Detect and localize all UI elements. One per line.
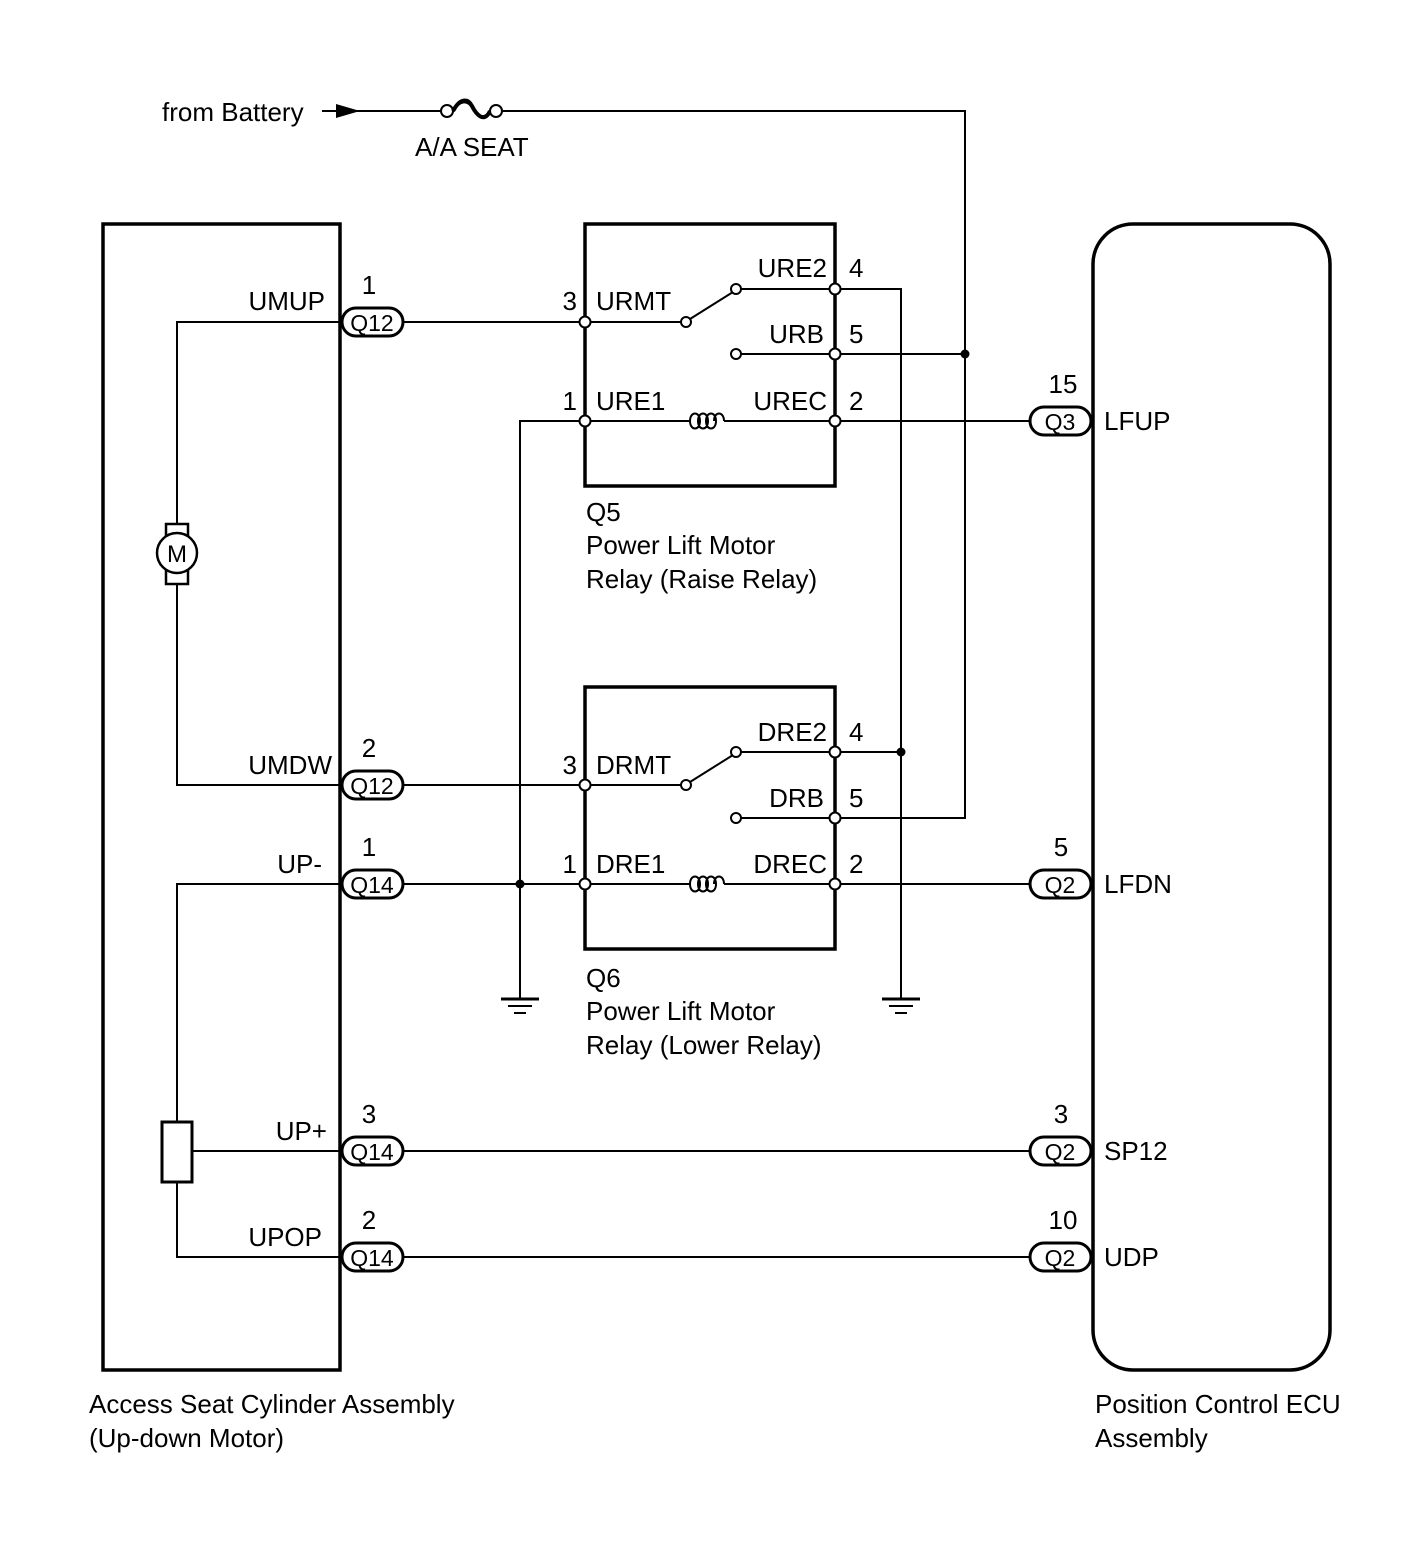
relay-terminal-label: UREC: [753, 386, 827, 416]
seat-pin-label: UMUP: [248, 286, 325, 316]
connector-q2-pin5: Q2 5: [1028, 832, 1093, 900]
seat-pin-label: UMDW: [248, 750, 332, 780]
relay-terminal-label: DREC: [753, 849, 827, 879]
svg-text:3: 3: [1054, 1099, 1068, 1129]
relay-pin-number: 2: [849, 849, 863, 879]
ground-icon: [882, 997, 920, 1014]
ecu-box: [1091, 222, 1332, 1372]
svg-text:Q3: Q3: [1045, 409, 1076, 435]
connector-q12-pin2: Q12 2: [340, 733, 585, 801]
svg-text:Q14: Q14: [350, 1139, 394, 1165]
ecu-name-line2: Assembly: [1095, 1423, 1208, 1453]
connector-q2-pin10: Q2 10: [1028, 1205, 1093, 1273]
relay-pin-number: 4: [849, 717, 863, 747]
relay-terminal-label: URMT: [596, 286, 671, 316]
relay-raise-name-line2: Relay (Raise Relay): [586, 564, 817, 594]
relay-lower-name-line1: Power Lift Motor: [586, 996, 776, 1026]
svg-text:Q2: Q2: [1045, 1245, 1076, 1271]
connector-q14-pin2: Q14 2: [340, 1205, 1030, 1273]
relay-terminal-label: URE1: [596, 386, 665, 416]
ecu-pin-label: SP12: [1104, 1136, 1168, 1166]
svg-text:1: 1: [362, 270, 376, 300]
relay-pin-number: 4: [849, 253, 863, 283]
relay-terminal-label: DRE1: [596, 849, 665, 879]
seat-cylinder-name-line2: (Up-down Motor): [89, 1423, 284, 1453]
relay-pin-number: 5: [849, 783, 863, 813]
relay-pin-number: 2: [849, 386, 863, 416]
motor-icon: M: [155, 321, 340, 786]
battery-arrow-icon: [322, 104, 446, 118]
svg-text:Q12: Q12: [350, 773, 393, 799]
fuse-icon: [440, 98, 503, 120]
connector-q3-pin15: Q3 15: [1028, 369, 1093, 437]
svg-text:Q14: Q14: [350, 1245, 394, 1271]
svg-text:2: 2: [362, 733, 376, 763]
relay-terminal-label: URB: [769, 319, 824, 349]
svg-text:Q14: Q14: [350, 872, 394, 898]
svg-text:Q12: Q12: [350, 310, 393, 336]
svg-text:2: 2: [362, 1205, 376, 1235]
relay-lower: [515, 685, 1030, 951]
relay-lower-id: Q6: [586, 963, 621, 993]
relay-pin-number: 3: [563, 750, 577, 780]
svg-text:Q2: Q2: [1045, 872, 1076, 898]
relay-pin-number: 3: [563, 286, 577, 316]
svg-text:5: 5: [1054, 832, 1068, 862]
relay-raise-id: Q5: [586, 497, 621, 527]
ground-icon: [501, 997, 539, 1014]
battery-wire: [502, 110, 966, 819]
relay-terminal-label: DRB: [769, 783, 824, 813]
connector-q12-pin1: Q12 1: [340, 270, 585, 338]
svg-text:Q2: Q2: [1045, 1139, 1076, 1165]
ecu-pin-label: LFDN: [1104, 869, 1172, 899]
svg-text:15: 15: [1049, 369, 1078, 399]
motor-symbol: M: [167, 541, 187, 568]
relay-raise: [519, 222, 1030, 1000]
fuse-label: A/A SEAT: [415, 132, 529, 162]
relay-terminal-label: DRMT: [596, 750, 671, 780]
ecu-pin-label: UDP: [1104, 1242, 1159, 1272]
ecu-name-line1: Position Control ECU: [1095, 1389, 1341, 1419]
svg-text:3: 3: [362, 1099, 376, 1129]
battery-source-label: from Battery: [162, 97, 304, 127]
svg-text:1: 1: [362, 832, 376, 862]
connector-q14-pin3: Q14 3: [340, 1099, 1030, 1167]
seat-pin-label: UP+: [276, 1116, 327, 1146]
relay-pin-number: 1: [563, 386, 577, 416]
relay-pin-number: 5: [849, 319, 863, 349]
connector-q2-pin3: Q2 3: [1028, 1099, 1093, 1167]
relay-lower-name-line2: Relay (Lower Relay): [586, 1030, 822, 1060]
relay-raise-name-line1: Power Lift Motor: [586, 530, 776, 560]
seat-pin-label: UPOP: [248, 1222, 322, 1252]
position-sensor-icon: [160, 883, 340, 1258]
seat-pin-label: UP-: [277, 849, 322, 879]
seat-cylinder-name-line1: Access Seat Cylinder Assembly: [89, 1389, 455, 1419]
relay-pin-number: 1: [563, 849, 577, 879]
relay-terminal-label: URE2: [758, 253, 827, 283]
seat-cylinder-box: [101, 222, 342, 1372]
relay-terminal-label: DRE2: [758, 717, 827, 747]
connector-q14-pin1: Q14 1: [340, 832, 585, 900]
svg-text:10: 10: [1049, 1205, 1078, 1235]
ecu-pin-label: LFUP: [1104, 406, 1170, 436]
